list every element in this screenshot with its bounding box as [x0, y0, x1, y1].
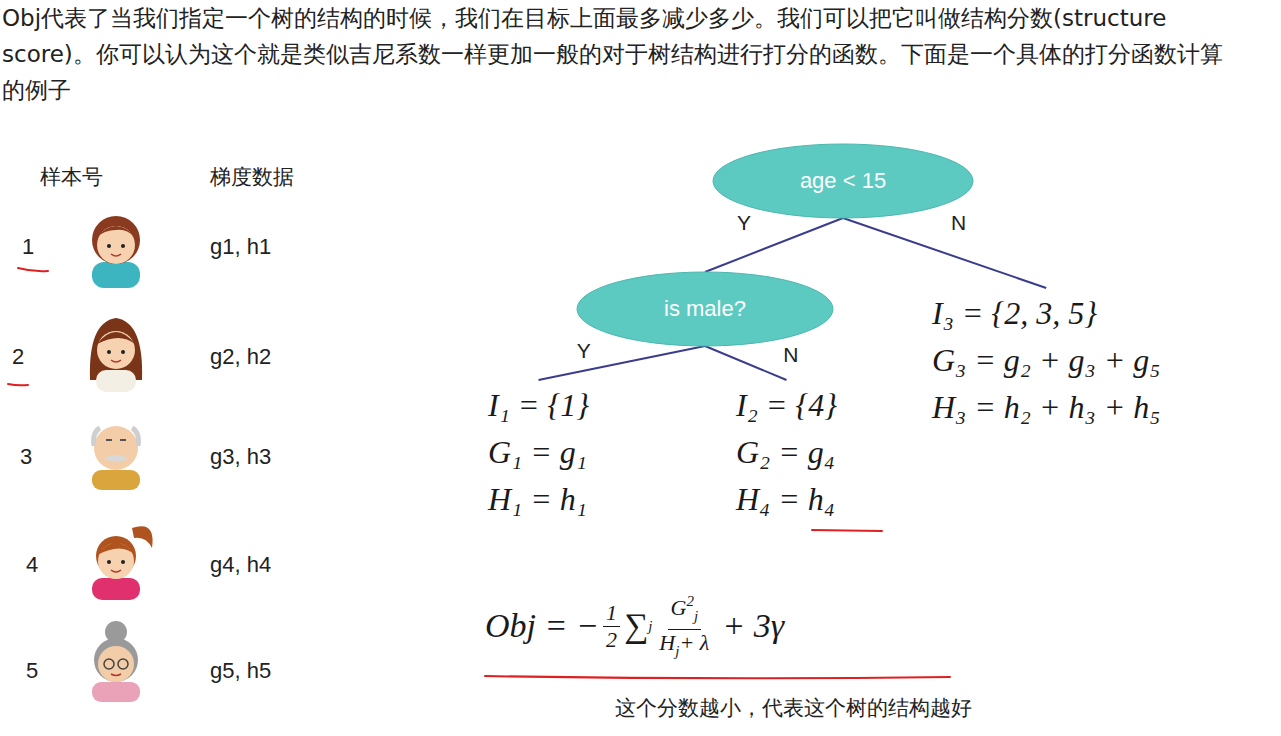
formula-term: + λ — [679, 630, 709, 655]
leaf-formula: G₁ = g₁ — [488, 429, 589, 476]
intro-paragraph: Obj代表了当我们指定一个树的结构的时候，我们在目标上面最多减少多少。我们可以把… — [2, 0, 1240, 108]
sample-number: 4 — [26, 552, 38, 578]
leaf-formula: G₃ = g₂ + g₃ + g₅ — [932, 337, 1160, 384]
fraction-numerator: 1 — [603, 600, 620, 627]
fraction-numerator: G2j — [668, 588, 702, 630]
tree-branch — [705, 346, 786, 380]
fraction-denominator: 2 — [603, 627, 620, 653]
leaf-formula: H₁ = h₁ — [488, 476, 589, 523]
fraction: G2jHj+ λ — [656, 588, 712, 664]
avatar-girl-long-hair — [90, 318, 142, 392]
subscript: j — [648, 618, 652, 635]
fraction-denominator: Hj+ λ — [656, 630, 712, 664]
gradient-data: g4, h4 — [210, 552, 271, 578]
avatar-old-woman — [92, 621, 140, 702]
formula-term: + 3γ — [722, 607, 784, 645]
sample-number: 1 — [22, 234, 34, 260]
avatar-old-man — [92, 426, 140, 490]
branch-label: Y — [575, 339, 593, 363]
leaf-block: I₃ = {2, 3, 5}G₃ = g₂ + g₃ + g₅H₃ = h₂ +… — [922, 288, 1170, 433]
formula-term: H — [659, 630, 675, 655]
leaf-formula: H₃ = h₂ + h₃ + h₅ — [932, 384, 1160, 431]
gradient-data: g1, h1 — [210, 234, 271, 260]
avatar-girl — [92, 216, 140, 288]
branch-label: Y — [735, 211, 753, 235]
pen-underline — [485, 676, 950, 678]
leaf-formula: I₂ = {4} — [736, 382, 837, 429]
tree-branch — [705, 218, 843, 272]
tree-branch — [538, 346, 705, 380]
formula-term: Obj = − — [485, 607, 599, 645]
subscript: j — [675, 643, 679, 659]
subscript: j — [694, 608, 698, 624]
leaf-formula: I₁ = {1} — [488, 382, 589, 429]
gradient-data: g2, h2 — [210, 344, 271, 370]
leaf-block: I₁ = {1}G₁ = g₁H₁ = h₁ — [478, 380, 599, 525]
condition-text: is male? — [664, 296, 746, 322]
avatar-girl-ponytail — [92, 526, 153, 600]
condition-text: age < 15 — [800, 168, 886, 194]
branch-label: N — [949, 211, 968, 235]
tree-branch — [843, 218, 1046, 288]
leaf-block: I₂ = {4}G₂ = g₄H₄ = h₄ — [726, 380, 847, 525]
leaf-formula: G₂ = g₄ — [736, 429, 837, 476]
column-header: 梯度数据 — [210, 163, 294, 191]
leaf-formula: H₄ = h₄ — [736, 476, 837, 523]
gradient-data: g5, h5 — [210, 658, 271, 684]
pen-underline — [812, 530, 882, 531]
formula-term: G — [671, 595, 687, 620]
superscript: 2 — [686, 593, 694, 609]
pen-marks — [8, 268, 950, 678]
pen-underline — [8, 384, 28, 385]
sum-symbol: ∑ — [624, 607, 648, 645]
decision-ellipse: is male? — [577, 272, 833, 346]
leaf-formula: I₃ = {2, 3, 5} — [932, 290, 1160, 337]
pen-underline — [18, 268, 48, 271]
branch-label: N — [781, 343, 800, 367]
decision-ellipse: age < 15 — [713, 144, 973, 218]
gradient-data: g3, h3 — [210, 444, 271, 470]
caption: 这个分数越小，代表这个树的结构越好 — [615, 694, 972, 722]
fraction: 12 — [603, 600, 620, 653]
objective-formula: Obj = −12∑jG2jHj+ λ+ 3γ — [485, 588, 784, 664]
column-header: 样本号 — [40, 163, 103, 191]
sample-number: 2 — [12, 344, 24, 370]
sample-number: 3 — [20, 444, 32, 470]
sample-number: 5 — [26, 658, 38, 684]
